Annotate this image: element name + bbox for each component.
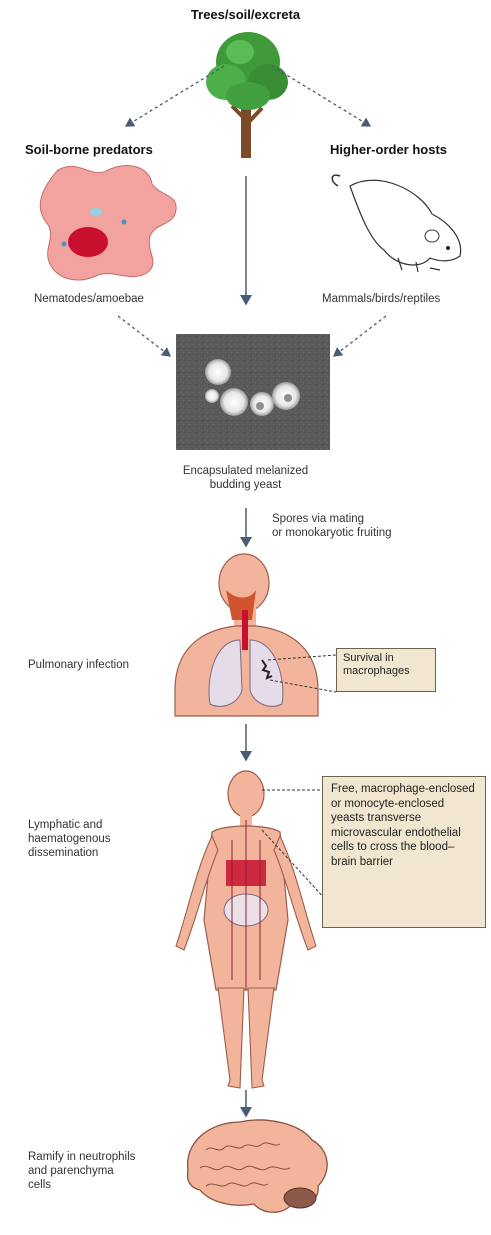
brain-icon: [188, 1120, 328, 1212]
ramify-line3: cells: [28, 1178, 135, 1192]
survival-box-line1: Survival in: [343, 652, 429, 665]
yeast-caption: Encapsulated melanized budding yeast: [0, 464, 491, 492]
human-body-icon: [176, 771, 316, 1088]
ramify-line1: Ramify in neutrophils: [28, 1150, 135, 1164]
dissemination-line1: Lymphatic and: [28, 818, 110, 832]
ramify-line2: and parenchyma: [28, 1164, 135, 1178]
spores-line1: Spores via mating: [272, 512, 392, 526]
human-lungs-icon: [175, 554, 318, 716]
amoeba-icon: [40, 166, 176, 280]
dissemination-line2: haematogenous: [28, 832, 110, 846]
yeast-micrograph: [176, 334, 330, 450]
mouse-icon: [332, 175, 460, 272]
yeast-caption-line2: budding yeast: [0, 478, 491, 492]
survival-box-line2: macrophages: [343, 665, 429, 678]
left-heading: Soil-borne predators: [25, 142, 153, 157]
ramify-label: Ramify in neutrophils and parenchyma cel…: [28, 1150, 135, 1192]
yeast-caption-line1: Encapsulated melanized: [0, 464, 491, 478]
right-heading: Higher-order hosts: [330, 142, 447, 157]
spores-line2: or monokaryotic fruiting: [272, 526, 392, 540]
survival-callout-box: Survival in macrophages: [336, 648, 436, 692]
top-label: Trees/soil/excreta: [0, 7, 491, 22]
dissemination-line3: dissemination: [28, 846, 110, 860]
left-caption: Nematodes/amoebae: [34, 292, 144, 306]
spores-label: Spores via mating or monokaryotic fruiti…: [272, 512, 392, 540]
tree-icon: [206, 32, 288, 158]
right-caption: Mammals/birds/reptiles: [322, 292, 440, 306]
dissemination-label: Lymphatic and haematogenous disseminatio…: [28, 818, 110, 860]
pulmonary-label: Pulmonary infection: [28, 658, 129, 672]
transverse-callout-box: Free, macrophage-enclosed or monocyte-en…: [322, 776, 486, 928]
